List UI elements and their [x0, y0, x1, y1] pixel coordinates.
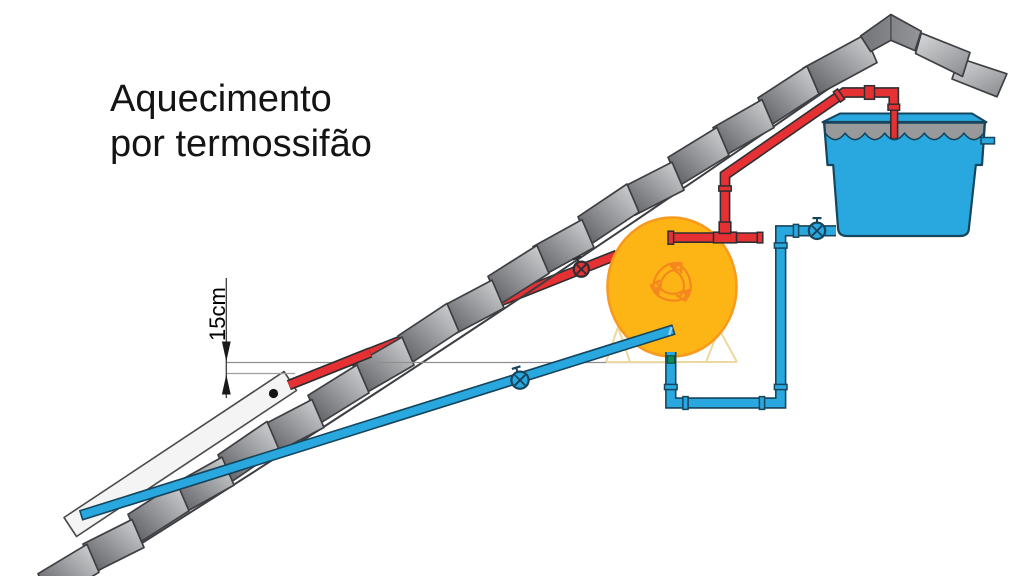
svg-text:15cm: 15cm	[205, 287, 230, 341]
svg-text:por termossifão: por termossifão	[110, 123, 372, 165]
svg-text:Aquecimento: Aquecimento	[110, 78, 332, 120]
